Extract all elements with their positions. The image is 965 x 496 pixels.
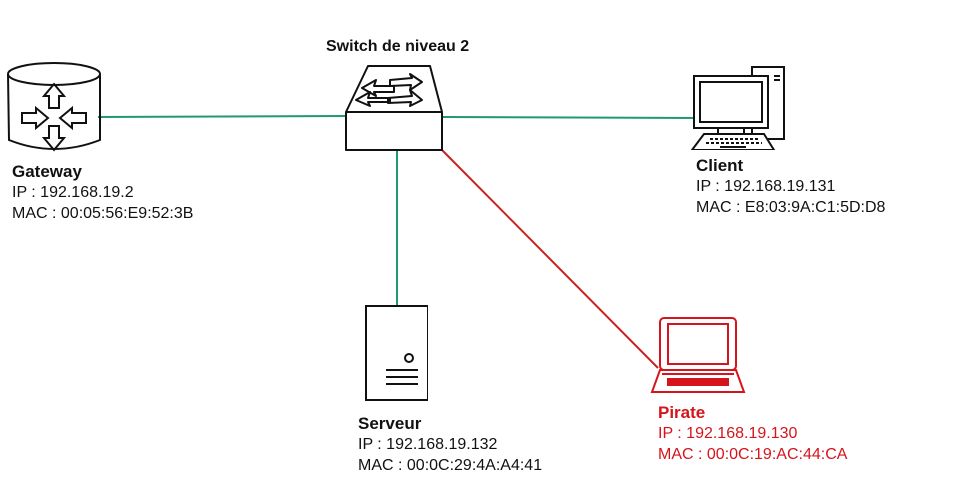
pirate-mac: MAC : 00:0C:19:AC:44:CA (658, 446, 848, 463)
link-switch-pirate (441, 149, 659, 369)
switch-title: Switch de niveau 2 (326, 38, 470, 55)
link-switch-client (442, 116, 698, 119)
gateway-router-icon[interactable] (4, 60, 104, 156)
server-name: Serveur (358, 414, 422, 433)
gateway-label: Gateway IP : 192.168.19.2 MAC : 00:05:56… (12, 161, 193, 224)
client-ip: IP : 192.168.19.131 (696, 178, 836, 195)
server-tower-icon[interactable] (362, 304, 428, 404)
client-label: Client IP : 192.168.19.131 MAC : E8:03:9… (696, 155, 885, 218)
gateway-ip: IP : 192.168.19.2 (12, 184, 134, 201)
gateway-name: Gateway (12, 162, 82, 181)
server-label: Serveur IP : 192.168.19.132 MAC : 00:0C:… (358, 413, 542, 476)
client-mac: MAC : E8:03:9A:C1:5D:D8 (696, 199, 886, 216)
pirate-ip: IP : 192.168.19.130 (658, 425, 798, 442)
server-ip: IP : 192.168.19.132 (358, 436, 498, 453)
pirate-name: Pirate (658, 403, 706, 422)
link-gateway-switch (97, 115, 347, 118)
gateway-mac: MAC : 00:05:56:E9:52:3B (12, 205, 194, 222)
switch-icon[interactable] (338, 62, 448, 156)
pirate-label: Pirate IP : 192.168.19.130 MAC : 00:0C:1… (658, 402, 847, 465)
pirate-laptop-icon[interactable] (648, 314, 748, 396)
client-name: Client (696, 156, 744, 175)
client-desktop-icon[interactable] (688, 64, 792, 150)
server-mac: MAC : 00:0C:29:4A:A4:41 (358, 457, 543, 474)
